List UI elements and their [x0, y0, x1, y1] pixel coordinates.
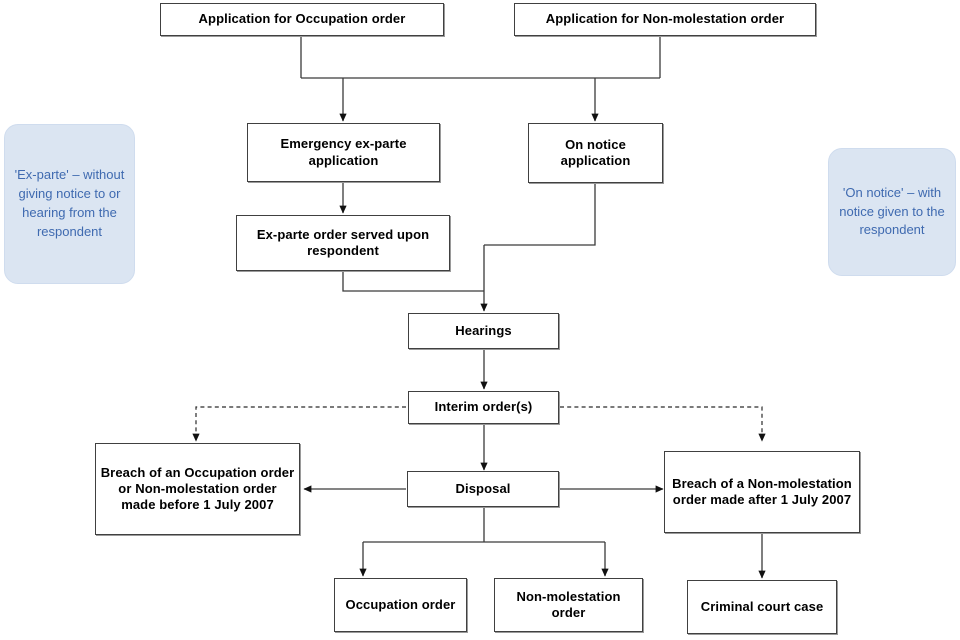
connector-interim-dashed-right — [560, 406, 766, 442]
node-breach-before-july-2007[interactable]: Breach of an Occupation order or Non-mol… — [95, 443, 300, 535]
node-breach-after-july-2007[interactable]: Breach of a Non-molestation order made a… — [664, 451, 860, 533]
node-application-occupation[interactable]: Application for Occupation order — [160, 3, 444, 36]
node-interim-orders[interactable]: Interim order(s) — [408, 391, 559, 424]
node-disposal[interactable]: Disposal — [407, 471, 559, 507]
node-application-nonmolestation[interactable]: Application for Non-molestation order — [514, 3, 816, 36]
node-criminal-court-case[interactable]: Criminal court case — [687, 580, 837, 634]
node-hearings[interactable]: Hearings — [408, 313, 559, 349]
connector-interim-dashed-left — [192, 406, 406, 442]
connector-served-to-hearings — [342, 271, 484, 292]
connector-onnotice-to-hearings — [484, 183, 596, 246]
node-emergency-ex-parte-application[interactable]: Emergency ex-parte application — [247, 123, 440, 182]
node-ex-parte-order-served[interactable]: Ex-parte order served upon respondent — [236, 215, 450, 271]
node-nonmolestation-order[interactable]: Non-molestation order — [494, 578, 643, 632]
node-on-notice-application[interactable]: On notice application — [528, 123, 663, 183]
node-occupation-order[interactable]: Occupation order — [334, 578, 467, 632]
note-on-notice: 'On notice' – with notice given to the r… — [828, 148, 956, 276]
note-ex-parte: 'Ex-parte' – without giving notice to or… — [4, 124, 135, 284]
connector-disposal-split — [363, 507, 605, 543]
